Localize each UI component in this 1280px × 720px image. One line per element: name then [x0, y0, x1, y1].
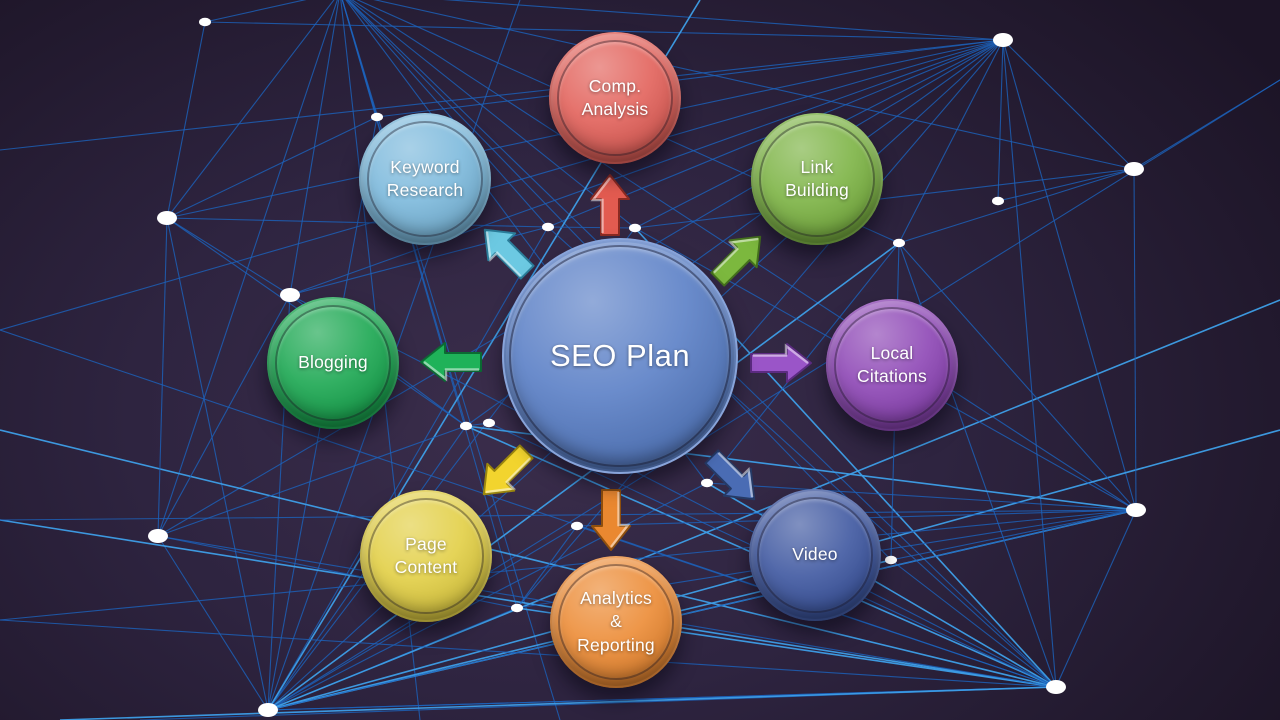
- network-node-dot: [157, 211, 177, 225]
- arrow-right-icon: [750, 343, 812, 383]
- network-node-dot: [1046, 680, 1066, 694]
- network-node-dot: [483, 418, 495, 428]
- node-local-citations: Local Citations: [826, 299, 958, 431]
- node-link-building: Link Building: [751, 113, 883, 245]
- network-node-dot: [148, 529, 168, 543]
- network-node-dot: [280, 288, 300, 302]
- network-node-dot: [893, 238, 905, 248]
- network-node-dot: [1126, 503, 1146, 517]
- network-node-dot: [199, 17, 211, 27]
- node-label: Blogging: [298, 352, 368, 373]
- node-label: Comp. Analysis: [581, 75, 649, 119]
- network-node-dot: [571, 521, 583, 531]
- network-node-dot: [885, 555, 897, 565]
- arrow-up-icon: [590, 174, 630, 236]
- network-node-dot: [542, 222, 554, 232]
- node-analytics-reporting: Analytics & Reporting: [550, 556, 682, 688]
- network-node-dot: [701, 478, 713, 488]
- network-node-dot: [993, 33, 1013, 47]
- network-node-dot: [460, 421, 472, 431]
- node-blogging: Blogging: [267, 297, 399, 429]
- network-node-dot: [629, 223, 641, 233]
- node-label: SEO Plan: [549, 337, 691, 373]
- node-video: Video: [749, 489, 881, 621]
- node-label: Local Citations: [857, 342, 927, 386]
- node-comp-analysis: Comp. Analysis: [549, 32, 681, 164]
- network-node-dot: [511, 603, 523, 613]
- node-label: Keyword Research: [386, 156, 464, 200]
- node-label: Page Content: [394, 533, 458, 577]
- arrow-down-icon: [591, 489, 631, 551]
- node-keyword-research: Keyword Research: [359, 113, 491, 245]
- node-page-content: Page Content: [360, 490, 492, 622]
- node-label: Analytics & Reporting: [577, 588, 655, 655]
- network-node-dot: [258, 703, 278, 717]
- network-node-dot: [1124, 162, 1144, 176]
- node-label: Link Building: [785, 156, 849, 200]
- node-label: Video: [792, 544, 838, 565]
- arrow-down-right-icon: [704, 449, 756, 501]
- network-node-dot: [992, 196, 1004, 206]
- node-seo-plan: SEO Plan: [502, 238, 738, 474]
- network-node-dot: [371, 112, 383, 122]
- arrow-left-icon: [420, 342, 482, 382]
- arrow-up-left-icon: [483, 228, 535, 280]
- arrow-up-right-icon: [710, 235, 762, 287]
- arrow-down-left-icon: [482, 444, 534, 496]
